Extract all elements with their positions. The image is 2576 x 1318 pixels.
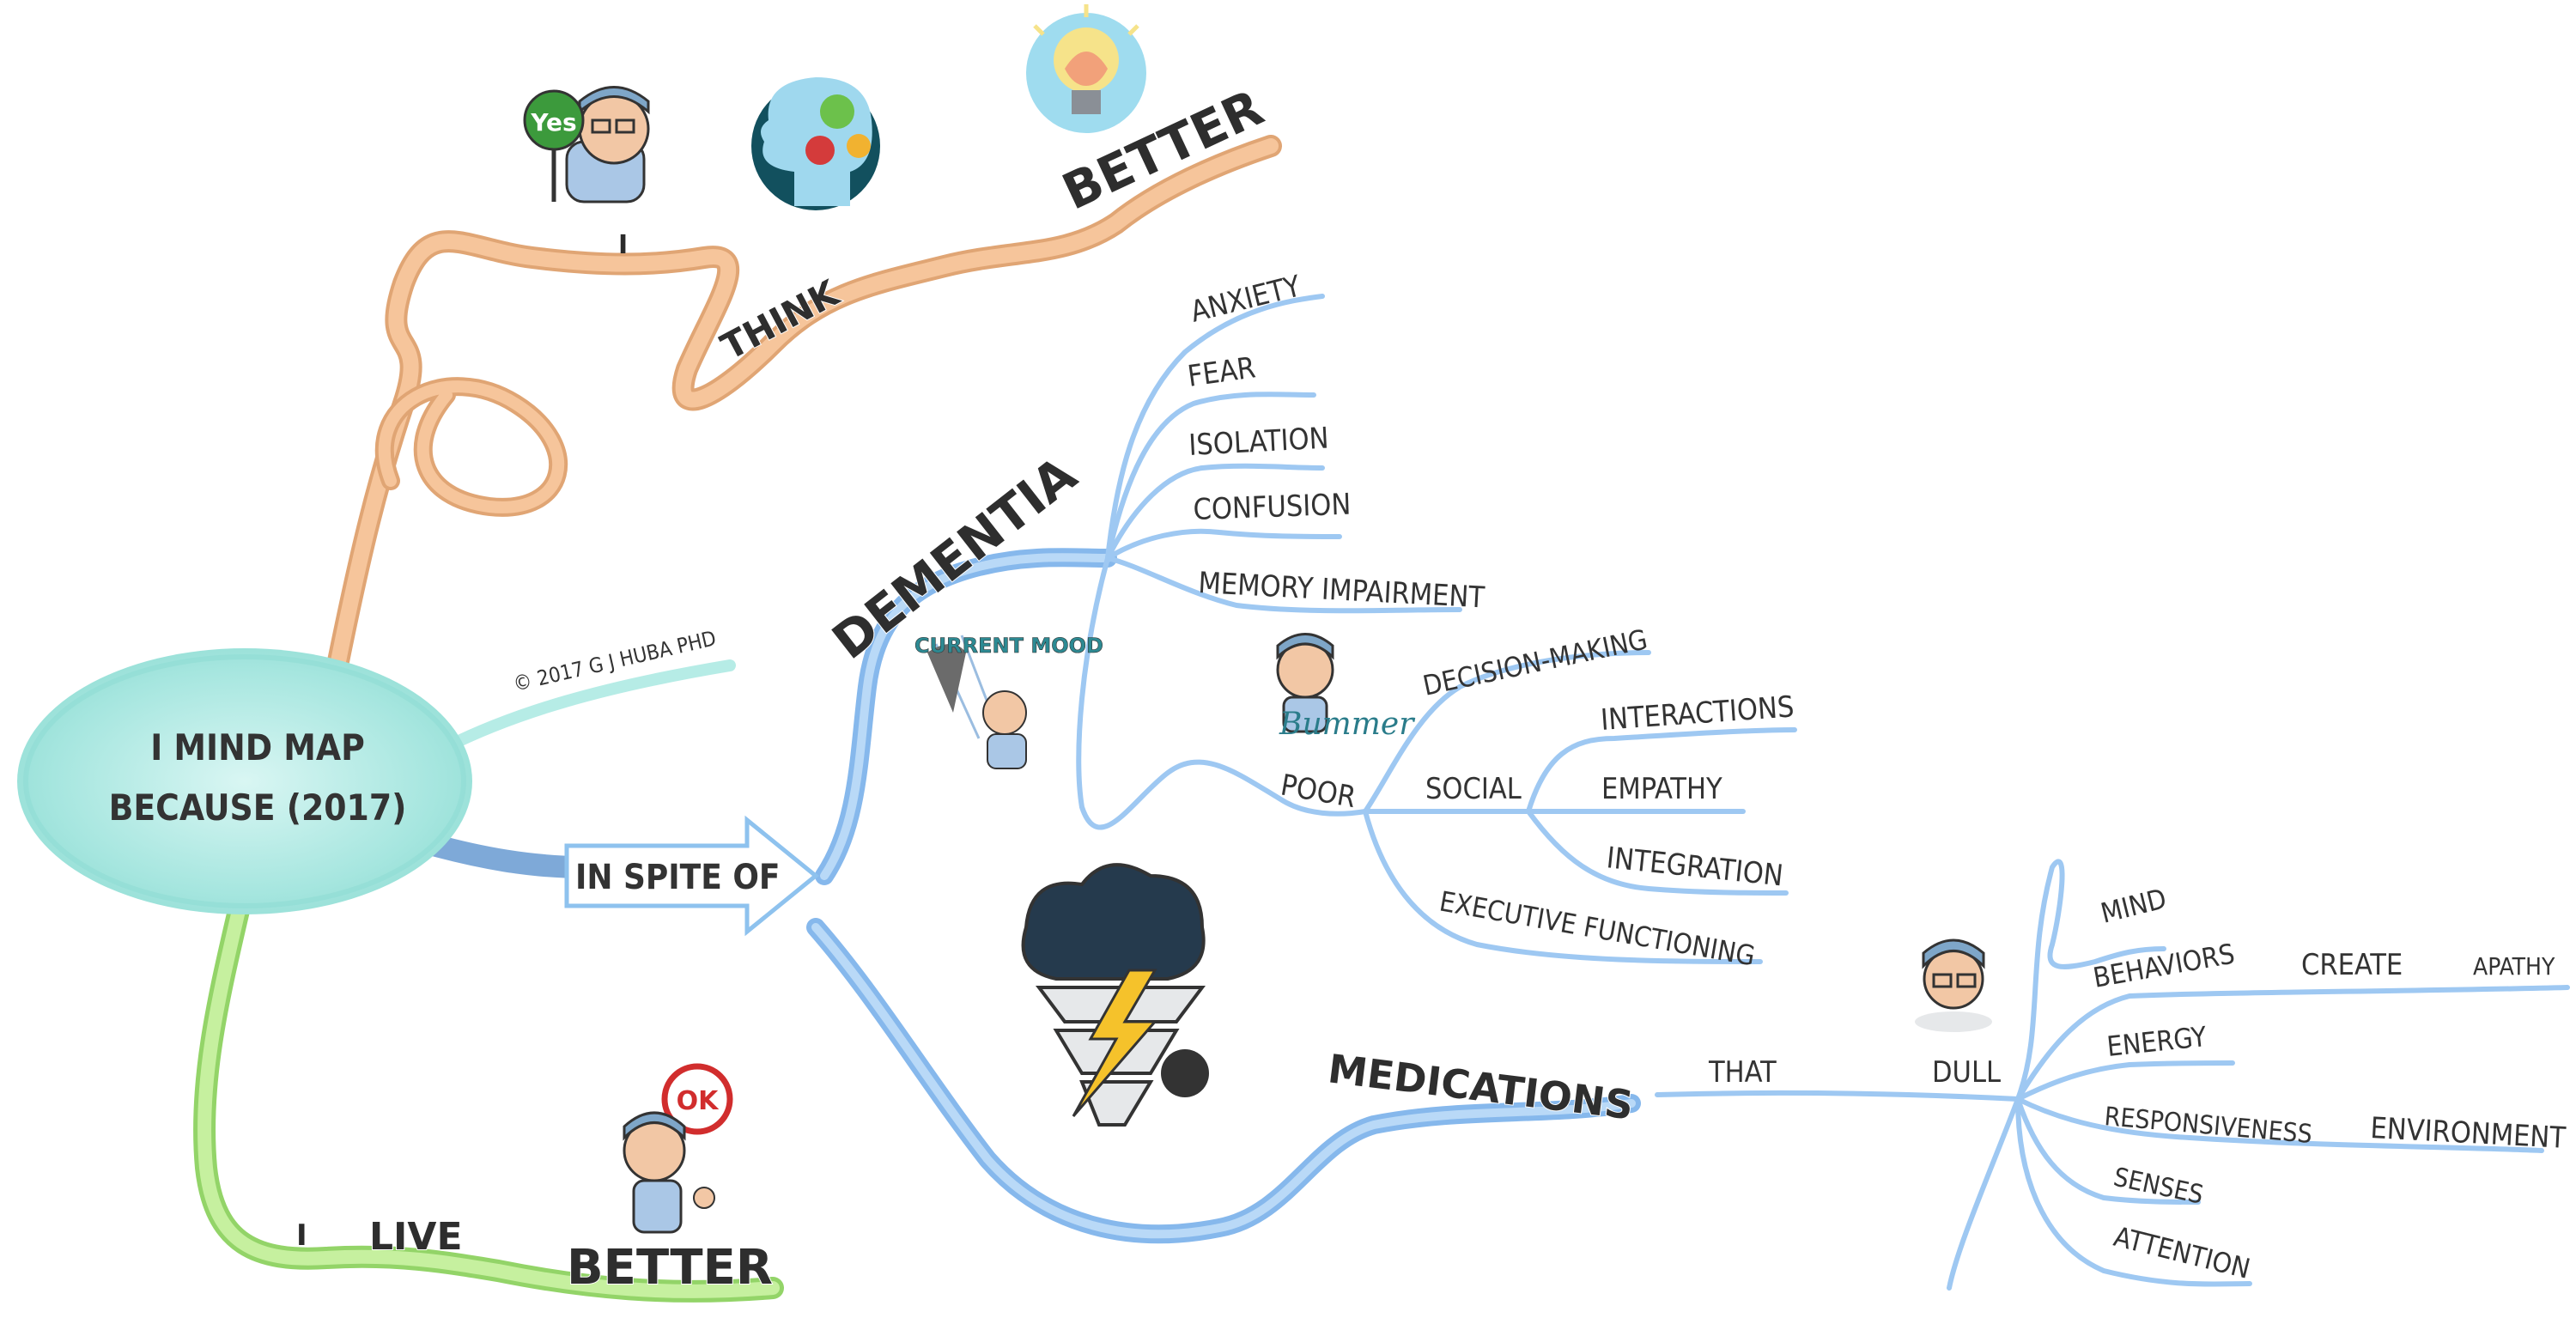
environment-label: ENVIRONMENT [2370,1111,2567,1156]
dull-label: DULL [1932,1055,2001,1090]
create-label: CREATE [2301,948,2403,982]
center-line-2: BECAUSE (2017) [109,787,407,829]
medications-branches [1655,859,2570,1291]
current-mood-text: CURRENT MOOD [914,634,1103,658]
ok-sign-text: OK [677,1086,720,1116]
dull-item-energy: ENERGY [2105,1020,2208,1063]
social-item-empathy: EMPATHY [1601,772,1722,806]
live-i-label: I [296,1218,307,1253]
yes-sign-character: Yes [523,86,650,203]
dementia-item-confusion: CONFUSION [1193,488,1352,527]
green-branch [193,873,784,1303]
yes-sign-text: Yes [530,108,576,137]
that-label: THAT [1708,1055,1777,1090]
center-line-1: I MIND MAP [150,726,365,768]
orange-branch [324,135,1282,689]
dementia-item-anxiety: ANXIETY [1188,269,1305,329]
dull-item-responsiveness: RESPONSIVENESS [2103,1102,2313,1150]
apathy-label: APATHY [2473,952,2555,981]
dull-item-behaviors: BEHAVIORS [2091,938,2237,994]
social-label: SOCIAL [1425,772,1522,806]
blue-trunk [806,548,1641,1244]
dull-character [1915,938,1992,1032]
copyright-branch [440,659,736,753]
center-node[interactable]: I MIND MAP BECAUSE (2017) [17,648,472,914]
poor-label: POOR [1278,768,1358,815]
dementia-item-fear: FEAR [1186,350,1258,394]
storm-tornado-icon [1021,863,1209,1127]
in-spite-of-node[interactable]: IN SPITE OF [564,815,819,937]
think-i-label: I [618,230,628,260]
lightbulb-brain-icon [1026,4,1146,133]
live-label: LIVE [369,1215,463,1259]
head-gears-icon [751,77,880,210]
dull-item-mind: MIND [2098,882,2170,930]
ok-sign-character: OK [623,1063,733,1234]
bummer-character: Bummer [1276,633,1415,742]
dementia-branches [1076,294,1797,964]
live-better-label: BETTER [567,1240,773,1296]
in-spite-branch [410,830,595,878]
current-mood-sticker: CURRENT MOOD [914,634,1103,769]
bummer-text: Bummer [1279,707,1415,742]
dementia-item-isolation: ISOLATION [1188,421,1329,462]
in-spite-of-label: IN SPITE OF [575,858,781,897]
decision-making-label: DECISION-MAKING [1420,623,1650,702]
